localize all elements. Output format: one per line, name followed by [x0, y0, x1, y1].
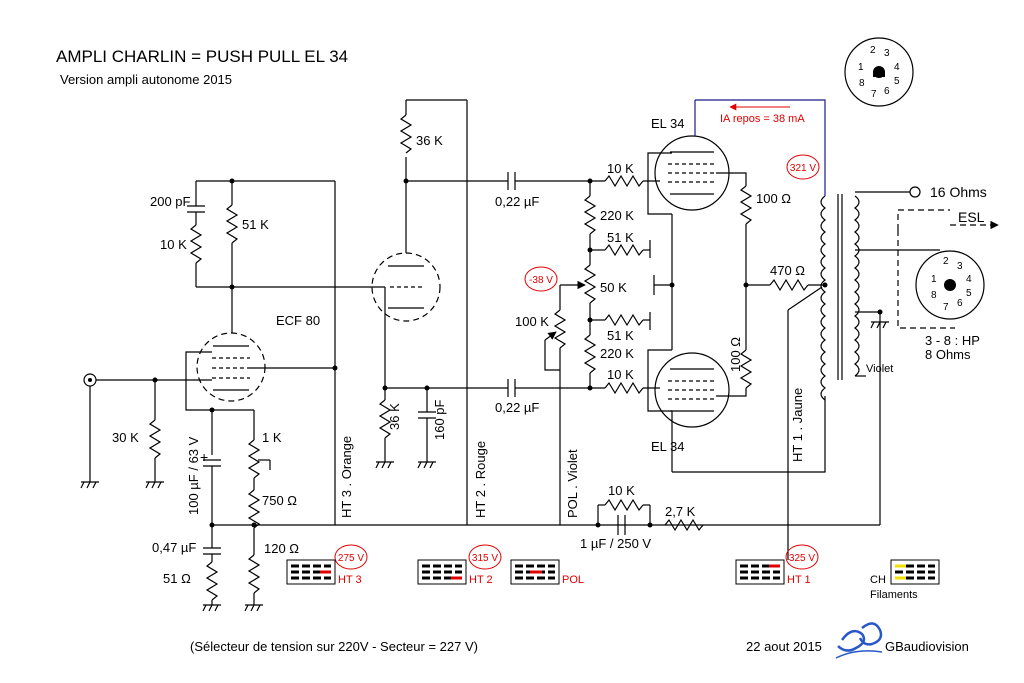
svg-text:6: 6 [884, 86, 890, 97]
svg-text:8: 8 [931, 290, 937, 301]
svg-text:36 K: 36 K [387, 403, 402, 430]
svg-text:POL . Violet: POL . Violet [565, 449, 580, 518]
svg-text:51 K: 51 K [607, 230, 634, 245]
output-transformer [820, 191, 940, 401]
wiring [83, 99, 881, 605]
esl-label: ESL [958, 209, 985, 225]
svg-text:Violet: Violet [866, 363, 893, 375]
svg-text:100 K: 100 K [515, 314, 549, 329]
svg-text:10 K: 10 K [607, 367, 634, 382]
svg-text:51 Ω: 51 Ω [163, 571, 191, 586]
svg-text:10 K: 10 K [608, 483, 635, 498]
polarity-plus: + [200, 449, 208, 465]
svg-text:315 V: 315 V [472, 553, 498, 564]
hp-socket: 1 2 3 4 5 6 7 8 [915, 250, 985, 320]
svg-text:321 V: 321 V [790, 163, 816, 174]
svg-text:4: 4 [894, 62, 900, 73]
el34-bottom [654, 352, 730, 428]
svg-text:6: 6 [957, 298, 963, 309]
output-16-ohms-label: 16 Ohms [930, 184, 987, 200]
svg-text:HT 2: HT 2 [469, 574, 493, 586]
svg-text:0,22 µF: 0,22 µF [495, 194, 539, 209]
svg-text:220 K: 220 K [600, 208, 634, 223]
svg-text:36 K: 36 K [416, 133, 443, 148]
svg-text:275 V: 275 V [338, 553, 364, 564]
hp-8ohm-label: 8 Ohms [925, 347, 971, 362]
svg-text:1 µF / 250 V: 1 µF / 250 V [580, 536, 651, 551]
svg-text:750 Ω: 750 Ω [262, 493, 297, 508]
svg-text:Filaments: Filaments [870, 589, 918, 601]
svg-text:1 K: 1 K [262, 430, 282, 445]
connector-ht1: HT 1 [735, 559, 811, 586]
svg-text:10 K: 10 K [160, 237, 187, 252]
terminal-16-ohms [909, 186, 921, 198]
svg-text:7: 7 [871, 89, 877, 100]
svg-text:0,22 µF: 0,22 µF [495, 400, 539, 415]
svg-text:HT 1 . Jaune: HT 1 . Jaune [790, 388, 805, 462]
component-labels: 200 pF 10 K 51 K 36 K 36 K 160 pF 0,22 µ… [112, 133, 805, 586]
ground-symbols [80, 321, 889, 612]
connector-pol: POL [510, 559, 584, 586]
el34-top-label: EL 34 [651, 116, 685, 131]
connector-ht3: HT 3 [286, 559, 362, 586]
page-subtitle: Version ampli autonome 2015 [60, 72, 232, 87]
svg-text:470 Ω: 470 Ω [770, 263, 805, 278]
svg-text:4: 4 [966, 274, 972, 285]
svg-text:30 K: 30 K [112, 430, 139, 445]
svg-text:2: 2 [943, 256, 949, 267]
svg-text:50 K: 50 K [600, 280, 627, 295]
ecf80-triode [371, 252, 441, 322]
svg-text:100 Ω: 100 Ω [756, 191, 791, 206]
svg-text:8: 8 [859, 78, 865, 89]
svg-text:1: 1 [931, 274, 937, 285]
svg-text:0,47 µF: 0,47 µF [152, 540, 196, 555]
wire-labels: HT 3 . Orange HT 2 . Rouge POL . Violet … [339, 363, 893, 518]
svg-text:5: 5 [966, 288, 972, 299]
svg-text:2,7 K: 2,7 K [665, 504, 696, 519]
svg-text:HT 1: HT 1 [787, 574, 811, 586]
svg-text:10 K: 10 K [607, 161, 634, 176]
connector-ht2: HT 2 [417, 559, 493, 586]
svg-text:220 K: 220 K [600, 346, 634, 361]
svg-text:51 K: 51 K [607, 328, 634, 343]
footer-note: (Sélecteur de tension sur 220V - Secteur… [190, 639, 478, 654]
el34-bottom-label: EL 34 [651, 439, 685, 454]
svg-text:120 Ω: 120 Ω [264, 541, 299, 556]
connector-filaments: CH Filaments [870, 559, 940, 601]
anode-current-label: IA repos = 38 mA [720, 113, 805, 125]
svg-text:100 Ω: 100 Ω [728, 337, 743, 372]
svg-text:325 V: 325 V [789, 553, 815, 564]
footer-brand: GBaudiovision [885, 639, 969, 654]
svg-text:160 pF: 160 pF [432, 399, 447, 440]
svg-text:100 µF / 63 V: 100 µF / 63 V [186, 436, 201, 515]
measurements: 321 V -38 V 275 V 315 V 325 V [334, 154, 820, 570]
gb-logo [835, 622, 883, 659]
svg-text:3: 3 [957, 261, 963, 272]
ecf80-label: ECF 80 [276, 313, 320, 328]
svg-text:7: 7 [943, 302, 949, 313]
svg-text:2: 2 [870, 45, 876, 56]
svg-text:51 K: 51 K [242, 217, 269, 232]
esl-path [897, 209, 950, 230]
ecf80-pentode [196, 332, 266, 402]
svg-text:POL: POL [562, 574, 584, 586]
page-title: AMPLI CHARLIN = PUSH PULL EL 34 [56, 47, 348, 66]
svg-text:HT 2 . Rouge: HT 2 . Rouge [473, 441, 488, 518]
svg-text:CH: CH [870, 574, 886, 586]
svg-text:200 pF: 200 pF [150, 194, 191, 209]
svg-text:5: 5 [894, 76, 900, 87]
hp-label: 3 - 8 : HP [925, 333, 980, 348]
svg-text:HT 3 . Orange: HT 3 . Orange [339, 436, 354, 518]
svg-text:-38 V: -38 V [529, 275, 553, 286]
svg-text:1: 1 [858, 62, 864, 73]
svg-text:3: 3 [884, 48, 890, 59]
footer-date: 22 aout 2015 [746, 639, 822, 654]
tube-socket-top: 1 2 3 4 5 6 7 8 [844, 37, 914, 107]
svg-text:HT 3: HT 3 [338, 574, 362, 586]
junctions [152, 178, 883, 528]
